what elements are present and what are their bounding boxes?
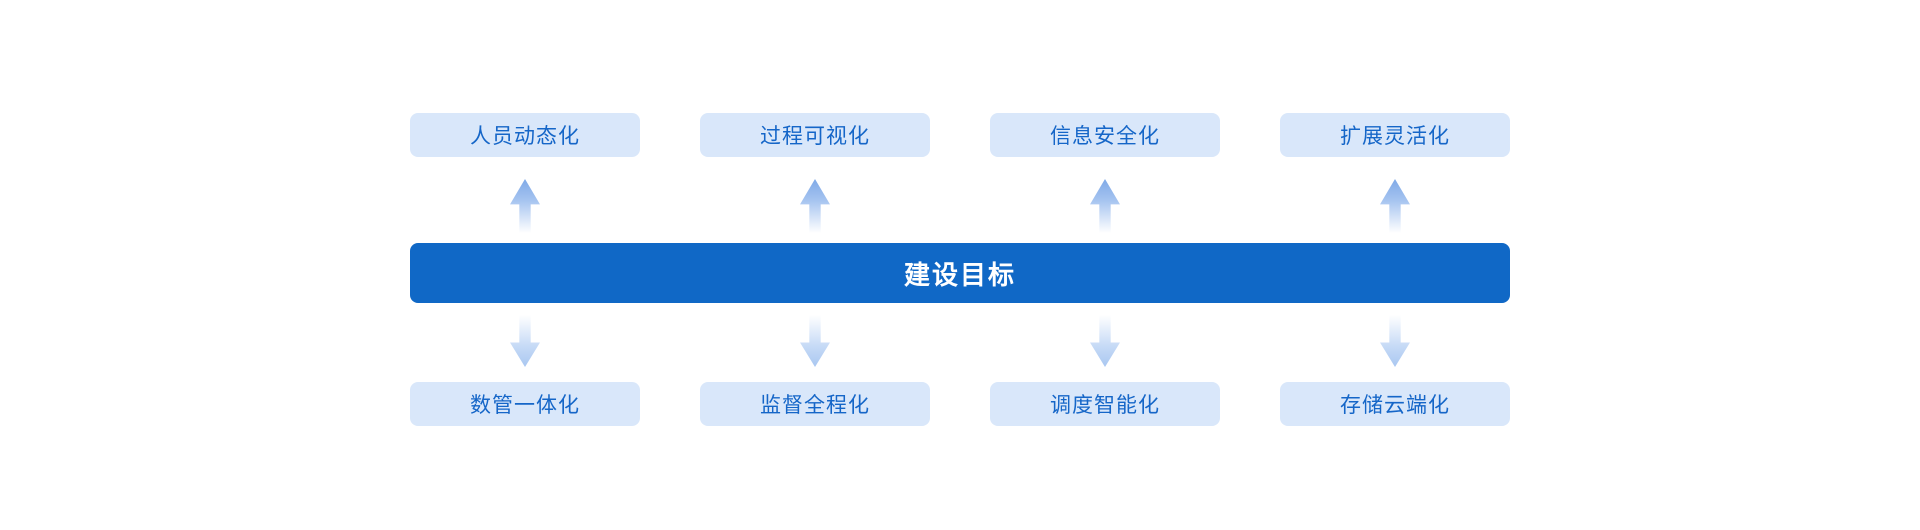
bottom-row-box: 数管一体化: [410, 382, 640, 426]
top-row-box: 人员动态化: [410, 113, 640, 157]
top-row-box: 扩展灵活化: [1280, 113, 1510, 157]
arrow-up-icon: [800, 179, 830, 233]
goal-diagram: 人员动态化 过程可视化 信息安全化 扩展灵活化 建设目标: [410, 0, 1510, 426]
bottom-row-box-label: 监督全程化: [760, 394, 870, 417]
top-row-box: 信息安全化: [990, 113, 1220, 157]
bottom-row-box: 监督全程化: [700, 382, 930, 426]
center-goal-bar: 建设目标: [410, 243, 1510, 303]
top-row-box-label: 信息安全化: [1050, 125, 1160, 148]
arrow-down-icon: [1380, 315, 1410, 367]
top-row-box-label: 过程可视化: [760, 125, 870, 148]
arrow-up-icon: [510, 179, 540, 233]
bottom-row-box-label: 数管一体化: [470, 394, 580, 417]
arrow-up-icon: [1090, 179, 1120, 233]
arrow-down-icon: [1090, 315, 1120, 367]
bottom-row-box: 存储云端化: [1280, 382, 1510, 426]
down-arrow-row: [410, 303, 1510, 382]
bottom-row: 数管一体化 监督全程化 调度智能化 存储云端化: [410, 382, 1510, 426]
bottom-row-box-label: 存储云端化: [1340, 394, 1450, 417]
center-goal-title: 建设目标: [903, 259, 1016, 290]
bottom-row-box-label: 调度智能化: [1050, 394, 1160, 417]
top-row-box: 过程可视化: [700, 113, 930, 157]
top-row-box-label: 扩展灵活化: [1340, 125, 1450, 148]
top-row-box-label: 人员动态化: [470, 125, 580, 148]
arrow-down-icon: [800, 315, 830, 367]
top-row: 人员动态化 过程可视化 信息安全化 扩展灵活化: [410, 113, 1510, 157]
arrow-up-icon: [1380, 179, 1410, 233]
up-arrow-row: [410, 157, 1510, 243]
bottom-row-box: 调度智能化: [990, 382, 1220, 426]
arrow-down-icon: [510, 315, 540, 367]
